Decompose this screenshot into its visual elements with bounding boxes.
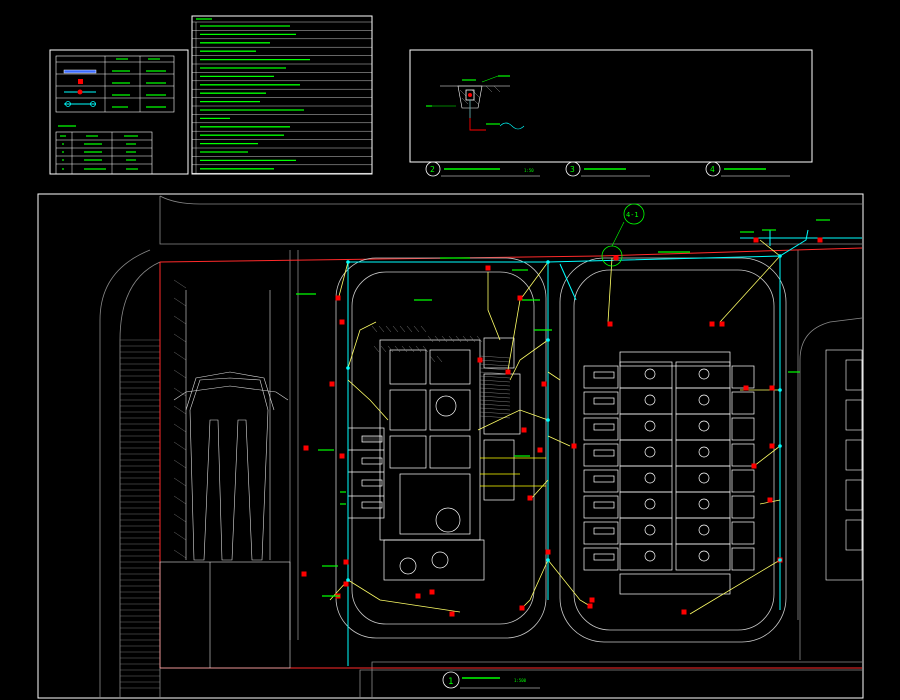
parking-stalls-left [120, 279, 187, 689]
pipe-junctions [346, 254, 782, 582]
yellow-connection-lines [480, 457, 546, 487]
detail-caption-4: 4 [705, 161, 790, 177]
pipe-trench-detail [426, 75, 525, 131]
detail-caption-2-number: 2 [430, 165, 435, 174]
plan-labels [296, 219, 830, 597]
detail-caption-4-number: 4 [710, 165, 715, 174]
legend-valve-symbol [65, 101, 71, 107]
connection-callout: 4-1 [601, 203, 645, 267]
main-plan-caption: 1 1:500 [442, 671, 540, 689]
detail-caption-3-number: 3 [570, 165, 575, 174]
site-plan: 4-1 1 1:500 [37, 193, 864, 699]
legend-table [49, 49, 189, 175]
building-central [379, 337, 521, 581]
legend-pipe-symbol [63, 69, 97, 74]
materials-table [55, 125, 153, 175]
detail-caption-2-scale: 1:50 [524, 168, 534, 173]
central-dense-hatch [371, 325, 511, 419]
left-plaza-structure [159, 290, 291, 669]
callout-tag: 4-1 [626, 211, 639, 219]
building-right-row [583, 351, 755, 595]
main-plan-scale: 1:500 [514, 678, 527, 683]
legend-hydrant-symbol [78, 79, 83, 84]
detail-caption-2: 2 1:50 [425, 161, 540, 177]
main-plan-number: 1 [448, 677, 453, 687]
detail-drawings-box: 2 1:50 3 4 [409, 49, 813, 177]
detail-caption-3: 3 [565, 161, 650, 177]
building-far-right [825, 349, 863, 581]
design-notes-block [191, 15, 373, 175]
fire-branch-pipes [329, 239, 781, 615]
